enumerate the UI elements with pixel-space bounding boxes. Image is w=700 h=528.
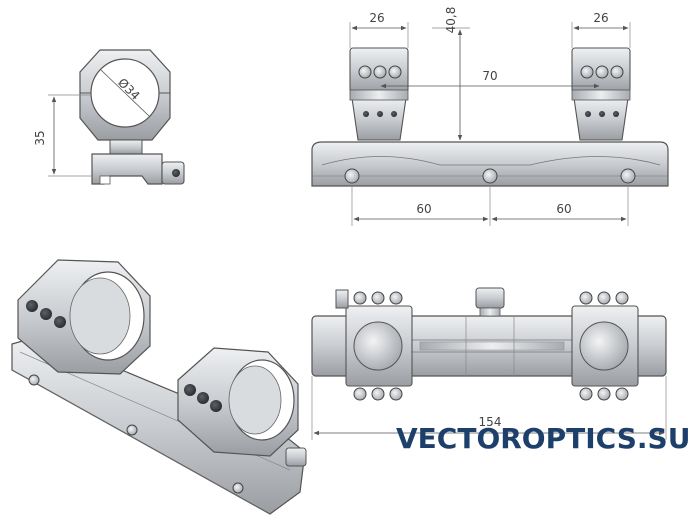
side-view: Ø34 35: [33, 49, 185, 185]
front-view: 26 26 40,8 70 60 60: [311, 7, 669, 226]
front-ring-right: [571, 47, 631, 141]
front-base-rail: [311, 141, 669, 187]
side-height-label: 35: [33, 130, 47, 145]
front-lug-left: [344, 168, 360, 184]
front-ring-spacing: 70: [482, 69, 497, 83]
top-length-label: 154: [479, 415, 502, 429]
front-ring-left: [349, 47, 409, 141]
diameter-line: [100, 69, 150, 117]
front-height-label: 40,8: [444, 7, 458, 34]
front-ring-width-left: 26: [369, 11, 384, 25]
front-slot-spacing-left: 60: [416, 202, 431, 216]
iso-clamp-knob: [285, 447, 307, 467]
top-ring-right: [571, 291, 639, 401]
brand-watermark: VECTOROPTICS.SU: [396, 422, 691, 455]
iso-ring-left: [17, 259, 151, 375]
front-lug-right: [620, 168, 636, 184]
front-lug-mid: [482, 168, 498, 184]
top-mid-knob: [475, 287, 505, 309]
top-ring-left: [335, 289, 413, 401]
top-view: 154: [311, 287, 667, 440]
isometric-view: [11, 259, 307, 515]
front-slot-spacing-right: 60: [556, 202, 571, 216]
front-ring-width-right: 26: [593, 11, 608, 25]
iso-ring-right: [177, 347, 299, 457]
